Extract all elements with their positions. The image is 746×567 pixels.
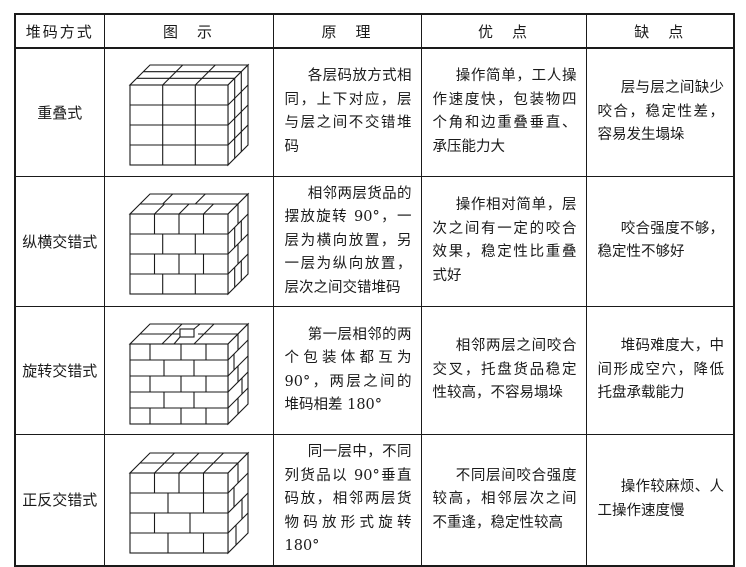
figure-cell — [103, 434, 274, 566]
cube-stack-overlap-icon — [128, 63, 249, 167]
method-cell: 正反交错式 — [14, 434, 105, 566]
table-row: 旋转交错式 — [14, 306, 735, 435]
method-cell: 旋转交错式 — [14, 306, 105, 435]
advantages-cell: 不同层间咬合强度较高，相邻层次之间不重逢，稳定性较高 — [420, 434, 587, 566]
method-cell: 重叠式 — [14, 47, 105, 177]
table-row: 重叠式 — [14, 47, 735, 177]
header-row: 堆码方式 图 示 原 理 优 点 缺 点 — [14, 13, 735, 49]
principle-cell: 第一层相邻的两个包装体都互为 90°，两层之间的堆码相差 180° — [272, 306, 422, 435]
figure-cell — [103, 175, 274, 307]
advantages-cell: 操作简单，工人操作速度快，包装物四个角和边重叠垂直、承压能力大 — [420, 47, 587, 177]
header-figure: 图 示 — [103, 13, 274, 49]
advantages-cell: 相邻两层之间咬合交叉，托盘货品稳定性较高，不容易塌垛 — [420, 306, 587, 435]
cube-stack-rotating-icon — [128, 322, 249, 425]
disadvantages-cell: 堆码难度大，中间形成空穴，降低托盘承载能力 — [585, 306, 735, 435]
disadvantages-cell: 操作较麻烦、人工操作速度慢 — [585, 434, 735, 566]
table-row: 纵横交错式 — [14, 175, 735, 307]
header-method: 堆码方式 — [14, 13, 105, 49]
header-principle: 原 理 — [272, 13, 422, 49]
principle-cell: 同一层中，不同列货品以 90°垂直码放，相邻两层货物码放形式旋转 180° — [272, 434, 422, 566]
header-advantages: 优 点 — [420, 13, 587, 49]
cube-stack-crisscross-icon — [128, 192, 249, 296]
stacking-methods-table: 堆码方式 图 示 原 理 优 点 缺 点 重叠式 — [14, 13, 735, 567]
disadvantages-cell: 层与层之间缺少咬合，稳定性差，容易发生塌垛 — [585, 47, 735, 177]
advantages-cell: 操作相对简单，层次之间有一定的咬合效果，稳定性比重叠式好 — [420, 175, 587, 307]
figure-cell — [103, 47, 274, 177]
principle-cell: 相邻两层货品的摆放旋转 90°，一层为横向放置，另一层为纵向放置，层次之间交错堆… — [272, 175, 422, 307]
disadvantages-cell: 咬合强度不够，稳定性不够好 — [585, 175, 735, 307]
table-row: 正反交错式 — [14, 434, 735, 566]
header-disadvantages: 缺 点 — [585, 13, 735, 49]
method-cell: 纵横交错式 — [14, 175, 105, 307]
cube-stack-reverse-icon — [128, 451, 249, 555]
figure-cell — [103, 306, 274, 435]
principle-cell: 各层码放方式相同，上下对应，层与层之间不交错堆码 — [272, 47, 422, 177]
